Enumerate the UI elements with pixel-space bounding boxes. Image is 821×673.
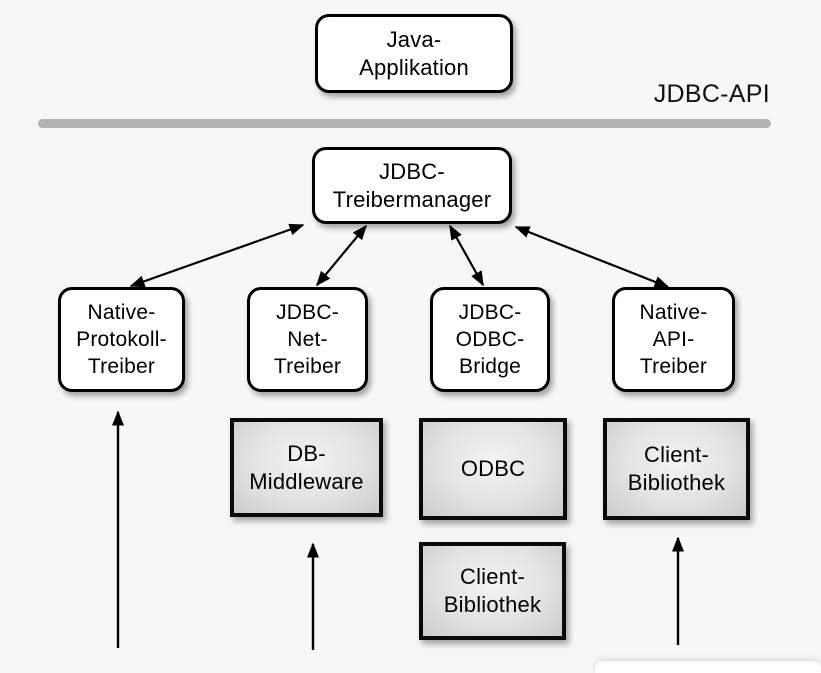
arrow-treibermanager-native-api [514, 225, 670, 289]
partial-box-bottom-right [595, 661, 821, 673]
node-jdbc-net-treiber: JDBC- Net- Treiber [247, 287, 368, 392]
node-db-middleware: DB- Middleware [230, 418, 383, 517]
node-label-line: Bridge [459, 355, 521, 378]
node-java-applikation: Java- Applikation [315, 14, 513, 93]
node-label-line: Java- [386, 26, 442, 52]
node-native-api-treiber: Native- API- Treiber [612, 287, 735, 392]
node-label-line: JDBC- [458, 301, 522, 324]
node-label-line: JDBC- [379, 158, 445, 184]
node-client-bibliothek-bottom: Client- Bibliothek [419, 542, 566, 640]
node-native-protokoll-treiber: Native- Protokoll- Treiber [58, 287, 185, 392]
arrow-treibermanager-native-protokoll [129, 223, 305, 288]
node-label-line: Middleware [249, 468, 364, 494]
node-label-line: Treibermanager [332, 186, 492, 212]
node-jdbc-treibermanager: JDBC- Treibermanager [312, 147, 512, 224]
jdbc-api-label: JDBC-API [653, 80, 770, 108]
node-label-line: API- [652, 328, 695, 351]
node-label-line: ODBC- [455, 328, 525, 351]
node-label-line: Treiber [639, 355, 708, 378]
node-label-line: Native- [87, 301, 156, 324]
jdbc-api-divider-line [38, 119, 771, 128]
node-label-line: Bibliothek [443, 592, 542, 617]
node-label-line: Bibliothek [627, 470, 726, 495]
arrow-treibermanager-jdbc-odbc [449, 224, 484, 287]
node-odbc: ODBC [419, 418, 567, 520]
node-label-line: Protokoll- [76, 328, 167, 351]
node-label-line: Applikation [359, 54, 469, 80]
node-client-bibliothek-right: Client- Bibliothek [603, 418, 750, 520]
node-jdbc-odbc-bridge: JDBC- ODBC- Bridge [430, 287, 550, 392]
node-label-line: DB- [287, 440, 326, 466]
node-label-line: Treiber [87, 355, 156, 378]
node-label-line: Client- [460, 564, 525, 589]
node-label-line: JDBC- [276, 301, 339, 324]
node-label-line: Net- [287, 328, 328, 351]
node-label-line: Treiber [273, 355, 342, 378]
arrow-treibermanager-jdbc-net [316, 224, 367, 287]
node-label-line: Client- [644, 442, 709, 467]
node-label-line: Native- [639, 301, 708, 324]
node-label-line: ODBC [460, 456, 526, 481]
